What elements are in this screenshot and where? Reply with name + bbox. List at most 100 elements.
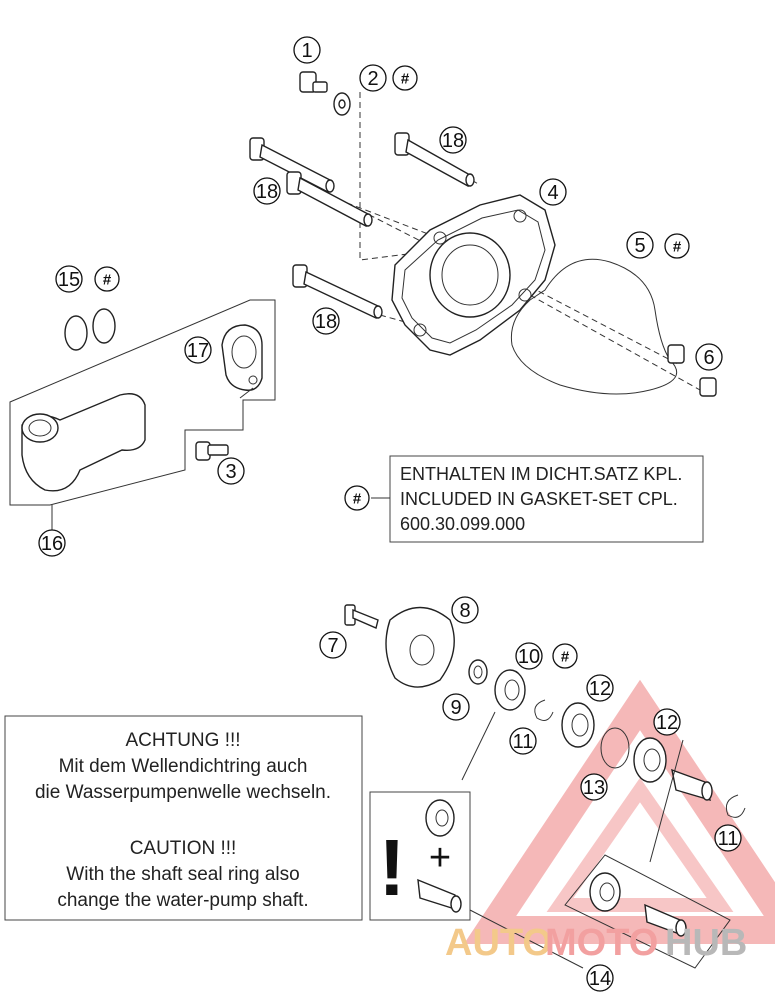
shaft-seal-icon — [425, 799, 455, 837]
o-ring-icon — [64, 308, 116, 351]
svg-text:18: 18 — [442, 130, 464, 152]
svg-text:14: 14 — [589, 968, 611, 990]
svg-text:13: 13 — [583, 777, 605, 799]
svg-text:8: 8 — [459, 600, 470, 622]
svg-text:15: 15 — [58, 269, 80, 291]
callout-18b: 18 — [253, 177, 281, 205]
plus-sign: + — [429, 837, 451, 879]
watermark-part3: HUB — [665, 922, 747, 964]
impeller-icon — [385, 606, 455, 688]
warning-de-line2: die Wasserpumpenwelle wechseln. — [35, 782, 331, 803]
callout-6: 6 — [695, 343, 723, 371]
screw-icon — [195, 441, 229, 461]
callout-4: 4 — [539, 178, 567, 206]
impeller-shaft-assembly — [344, 604, 746, 863]
impeller-screw-icon — [344, 604, 379, 629]
gasket-box-line1: ENTHALTEN IM DICHT.SATZ KPL. — [400, 464, 682, 484]
callout-5: 5 — [626, 231, 654, 259]
pump-shaft-icon — [671, 768, 713, 802]
callout-labels: 1 2 3 4 5 6 7 8 9 10 11 11 12 12 13 14 1… — [38, 36, 742, 992]
watermark-part1: AUTO — [445, 922, 552, 964]
bolt-icon — [394, 132, 475, 188]
warning-en-title: CAUTION !!! — [130, 838, 237, 859]
warning-en-line2: change the water-pump shaft. — [57, 890, 308, 911]
watermark-text: AUTO MOTO HUB — [445, 922, 747, 964]
gasket-box-line2: INCLUDED IN GASKET-SET CPL. — [400, 489, 678, 509]
washer-icon — [468, 659, 488, 685]
callout-9: 9 — [442, 693, 470, 721]
coolant-pipe-assembly — [9, 299, 276, 530]
flange-gasket-icon — [221, 324, 263, 391]
shaft-seal-icon — [589, 872, 621, 912]
svg-text:1: 1 — [301, 40, 312, 62]
watermark-logo — [463, 679, 775, 944]
bolt-icon — [286, 171, 373, 228]
svg-text:9: 9 — [450, 697, 461, 719]
svg-text:11: 11 — [513, 731, 534, 753]
svg-text:18: 18 — [256, 181, 278, 203]
svg-text:5: 5 — [634, 235, 645, 257]
pump-cover-assembly — [249, 71, 717, 397]
callout-14: 14 — [586, 964, 614, 992]
warning-de-title: ACHTUNG !!! — [125, 730, 240, 751]
svg-text:16: 16 — [41, 533, 63, 555]
hash-marker: # — [392, 65, 418, 91]
hash-marker: # — [344, 485, 370, 511]
svg-text:10: 10 — [518, 646, 540, 668]
screw-icon — [299, 71, 328, 93]
callout-11b: 11 — [714, 824, 742, 852]
hash-marker: # — [664, 233, 690, 259]
hash-markers: # # # # # — [94, 65, 690, 669]
circlip-icon — [534, 699, 746, 818]
callout-18c: 18 — [312, 307, 340, 335]
kit-box: ! + — [369, 791, 471, 921]
callout-10: 10 — [515, 642, 543, 670]
warning-en-line1: With the shaft seal ring also — [66, 864, 299, 885]
callout-12a: 12 — [586, 674, 614, 702]
callout-12b: 12 — [653, 708, 681, 736]
svg-text:#: # — [401, 71, 410, 88]
pipe-elbow-icon — [21, 393, 146, 492]
hash-marker: # — [94, 266, 120, 292]
pump-shaft-icon — [644, 903, 687, 937]
svg-text:#: # — [673, 239, 682, 256]
svg-text:#: # — [561, 649, 570, 666]
callout-15: 15 — [55, 265, 83, 293]
callout-1: 1 — [293, 36, 321, 64]
svg-text:4: 4 — [547, 182, 558, 204]
bearing-icon — [561, 702, 667, 783]
warning-box: ACHTUNG !!! Mit dem Wellendichtring auch… — [4, 715, 363, 921]
callout-17: 17 — [184, 336, 212, 364]
hash-marker: # — [552, 643, 578, 669]
callout-3: 3 — [217, 457, 245, 485]
svg-text:6: 6 — [703, 347, 714, 369]
replacement-kit-box — [469, 854, 731, 969]
svg-text:11: 11 — [718, 828, 739, 850]
bolt-icon — [249, 137, 335, 194]
pump-cover-icon — [391, 194, 556, 356]
svg-text:#: # — [353, 491, 362, 508]
retaining-ring-icon — [600, 727, 630, 769]
callout-16: 16 — [38, 529, 66, 557]
svg-text:7: 7 — [327, 635, 338, 657]
svg-text:12: 12 — [656, 712, 678, 734]
washer-icon — [333, 92, 351, 116]
gasket-set-info-box: ENTHALTEN IM DICHT.SATZ KPL. INCLUDED IN… — [371, 455, 704, 543]
svg-text:2: 2 — [367, 68, 378, 90]
svg-text:18: 18 — [315, 311, 337, 333]
pump-shaft-icon — [417, 878, 462, 913]
callout-13: 13 — [580, 773, 608, 801]
callout-18a: 18 — [439, 126, 467, 154]
watermark-part2: MOTO — [545, 922, 658, 964]
callout-7: 7 — [319, 631, 347, 659]
exclamation-mark: ! — [379, 823, 406, 912]
gasket-icon — [510, 258, 678, 395]
callout-8: 8 — [451, 596, 479, 624]
callout-11a: 11 — [509, 727, 537, 755]
gasket-box-line3: 600.30.099.000 — [400, 514, 525, 534]
callout-2: 2 — [359, 64, 387, 92]
svg-text:17: 17 — [187, 340, 209, 362]
svg-text:12: 12 — [589, 678, 611, 700]
bolt-icon — [292, 264, 383, 320]
svg-text:#: # — [103, 272, 112, 289]
